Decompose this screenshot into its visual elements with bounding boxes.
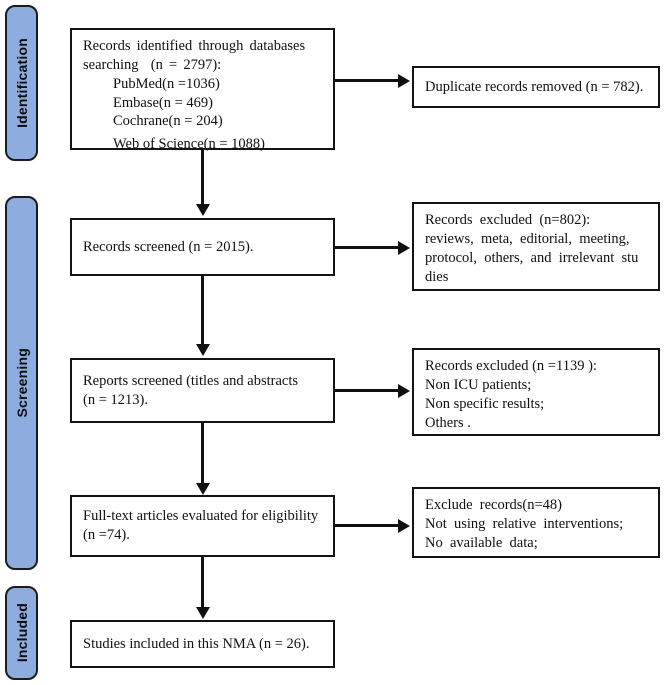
full-text-assessed-line-1: Full-text articles evaluated for eligibi… [83, 508, 319, 525]
arrowhead-screened-to-excluded1 [398, 240, 410, 255]
reports-screened-line-2: (n = 1213). [83, 391, 148, 408]
connector-fulltext-to-included [201, 557, 204, 609]
reports-screened-box: Reports screened (titles and abstracts (… [70, 358, 335, 423]
records-excluded-screening-box: Records excluded (n=802): reviews, meta,… [412, 202, 660, 291]
records-excluded-titles-abstracts-box: Records excluded (n =1139 ): Non ICU pat… [412, 348, 660, 436]
phase-label-included: Included [13, 603, 30, 663]
arrowhead-screened-to-reports [195, 344, 210, 356]
exclude-records-line-2: Not using relative interventions; [425, 515, 624, 532]
studies-included-nma-box: Studies included in this NMA (n = 26). [70, 620, 335, 668]
duplicate-records-removed-text: Duplicate records removed (n = 782). [425, 78, 644, 95]
phase-label-identification: Identification [13, 38, 30, 128]
connector-fulltext-to-excluded3 [335, 524, 400, 527]
arrowhead-reports-to-fulltext [195, 483, 210, 495]
records-excluded-ta-line-3: Non specific results; [425, 395, 545, 412]
exclude-records-fulltext-box: Exclude records(n=48) Not using relative… [412, 487, 660, 558]
duplicate-records-removed-box: Duplicate records removed (n = 782). [412, 66, 660, 108]
records-identified-box: Records identified through databases sea… [70, 28, 335, 152]
phase-bar-identification: Identification [5, 5, 38, 161]
connector-identified-to-screened [201, 150, 204, 206]
records-excluded-ta-line-2: Non ICU patients; [425, 376, 532, 393]
exclude-records-line-1: Exclude records(n=48) [425, 497, 563, 513]
connector-reports-to-fulltext [201, 423, 204, 485]
arrowhead-fulltext-to-excluded3 [398, 518, 410, 533]
arrowhead-fulltext-to-included [195, 607, 210, 619]
arrowhead-reports-to-excluded2 [398, 383, 410, 398]
records-identified-line-4: Embase(n = 469) [113, 94, 213, 111]
records-excluded-screening-line-4: dies [425, 268, 449, 285]
full-text-assessed-line-2: (n =74). [83, 527, 130, 543]
records-screened-box: Records screened (n = 2015). [70, 218, 335, 276]
phase-bar-screening: Screening [5, 196, 38, 570]
studies-included-text: Studies included in this NMA (n = 26). [83, 635, 310, 652]
records-identified-line-5: Cochrane(n = 204) [113, 113, 223, 130]
connector-identified-to-duplicates [335, 79, 400, 82]
exclude-records-line-3: No available data; [425, 534, 538, 551]
arrowhead-identified-to-screened [195, 204, 210, 216]
phase-bar-included: Included [5, 586, 38, 680]
records-excluded-screening-line-2: reviews, meta, editorial, meeting, [425, 230, 630, 247]
records-excluded-screening-line-1: Records excluded (n=802): [425, 212, 591, 228]
records-identified-line-6: Web of Science(n = 1088) [113, 136, 265, 153]
records-excluded-screening-line-3: protocol, others, and irrelevant stu [425, 249, 639, 266]
phase-label-screening: Screening [13, 348, 30, 418]
connector-screened-to-reports [201, 276, 204, 346]
connector-screened-to-excluded1 [335, 246, 400, 249]
reports-screened-line-1: Reports screened (titles and abstracts [83, 372, 299, 389]
records-excluded-ta-line-4: Others . [425, 414, 471, 431]
records-excluded-ta-line-1: Records excluded (n =1139 ): [425, 358, 597, 374]
connector-reports-to-excluded2 [335, 389, 400, 392]
full-text-articles-assessed-box: Full-text articles evaluated for eligibi… [70, 495, 335, 557]
records-screened-text: Records screened (n = 2015). [83, 238, 254, 255]
records-identified-line-3: PubMed(n =1036) [113, 75, 220, 92]
arrowhead-identified-to-duplicates [398, 73, 410, 88]
records-identified-line-2: searching (n = 2797): [83, 56, 222, 73]
records-identified-line-1: Records identified through databases [83, 38, 306, 54]
